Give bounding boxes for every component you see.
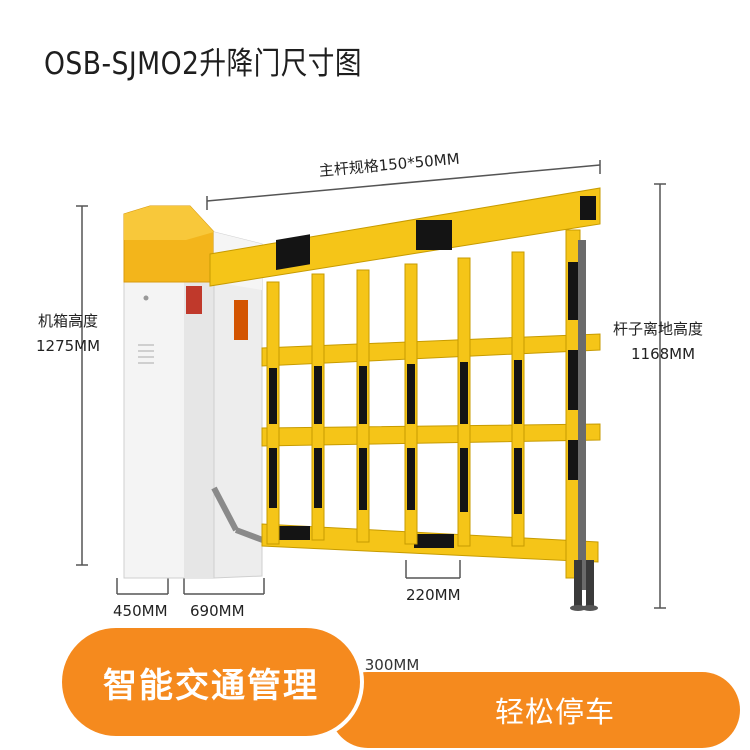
gate-pickets	[266, 251, 525, 547]
support-post	[565, 229, 598, 611]
cabinet-height-label: 机箱高度	[38, 312, 99, 330]
width-690-label: 690MM	[190, 602, 245, 620]
easy-parking-badge: 轻松停车	[330, 672, 740, 748]
dimension-lines	[76, 160, 666, 609]
width-450-label: 450MM	[113, 602, 168, 620]
cabinet-height-value: 1275MM	[36, 337, 101, 355]
rod-height-value: 1168MM	[631, 345, 696, 363]
diagram-title: OSB-SJMO2升降门尺寸图	[44, 46, 362, 82]
rod-height-label: 杆子离地高度	[613, 320, 704, 338]
smart-traffic-badge: 智能交通管理	[62, 628, 360, 736]
cabinet	[123, 205, 215, 579]
picket-stripes	[269, 360, 522, 514]
spacing-220-label: 220MM	[406, 586, 461, 604]
